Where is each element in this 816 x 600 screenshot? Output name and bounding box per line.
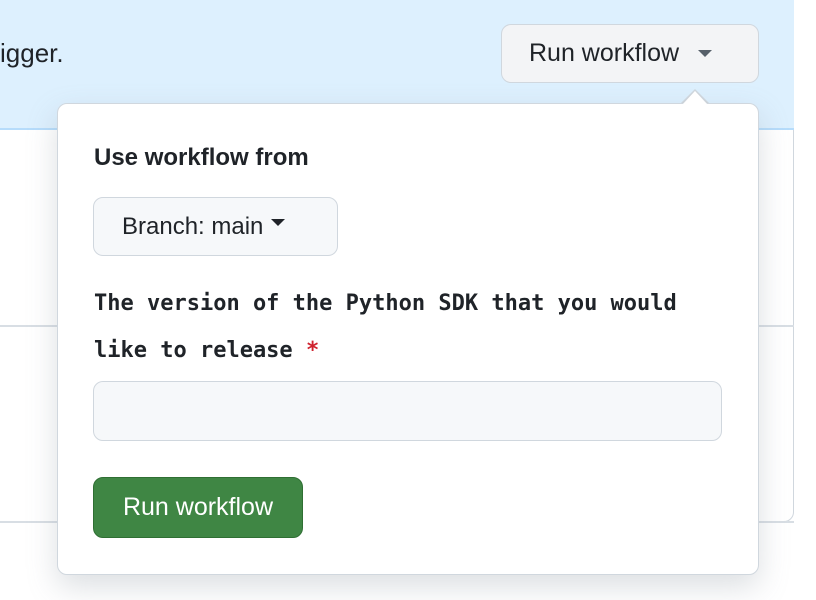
version-input-label-text: The version of the Python SDK that you w… xyxy=(94,291,677,363)
banner-text: igger. xyxy=(0,38,64,68)
branch-select-button[interactable]: Branch: main xyxy=(93,197,338,256)
run-workflow-submit-button[interactable]: Run workflow xyxy=(93,477,303,538)
use-workflow-from-label: Use workflow from xyxy=(94,144,309,171)
branch-label: Branch: main xyxy=(122,212,264,240)
run-workflow-label: Run workflow xyxy=(529,39,680,67)
version-input-label: The version of the Python SDK that you w… xyxy=(94,280,734,374)
required-marker: * xyxy=(305,338,320,363)
popup-pointer-fill xyxy=(682,91,708,105)
triangle-down-icon xyxy=(271,219,286,226)
version-input[interactable] xyxy=(93,381,722,441)
run-workflow-dropdown-button[interactable]: Run workflow xyxy=(501,24,759,83)
triangle-down-icon xyxy=(698,50,713,57)
